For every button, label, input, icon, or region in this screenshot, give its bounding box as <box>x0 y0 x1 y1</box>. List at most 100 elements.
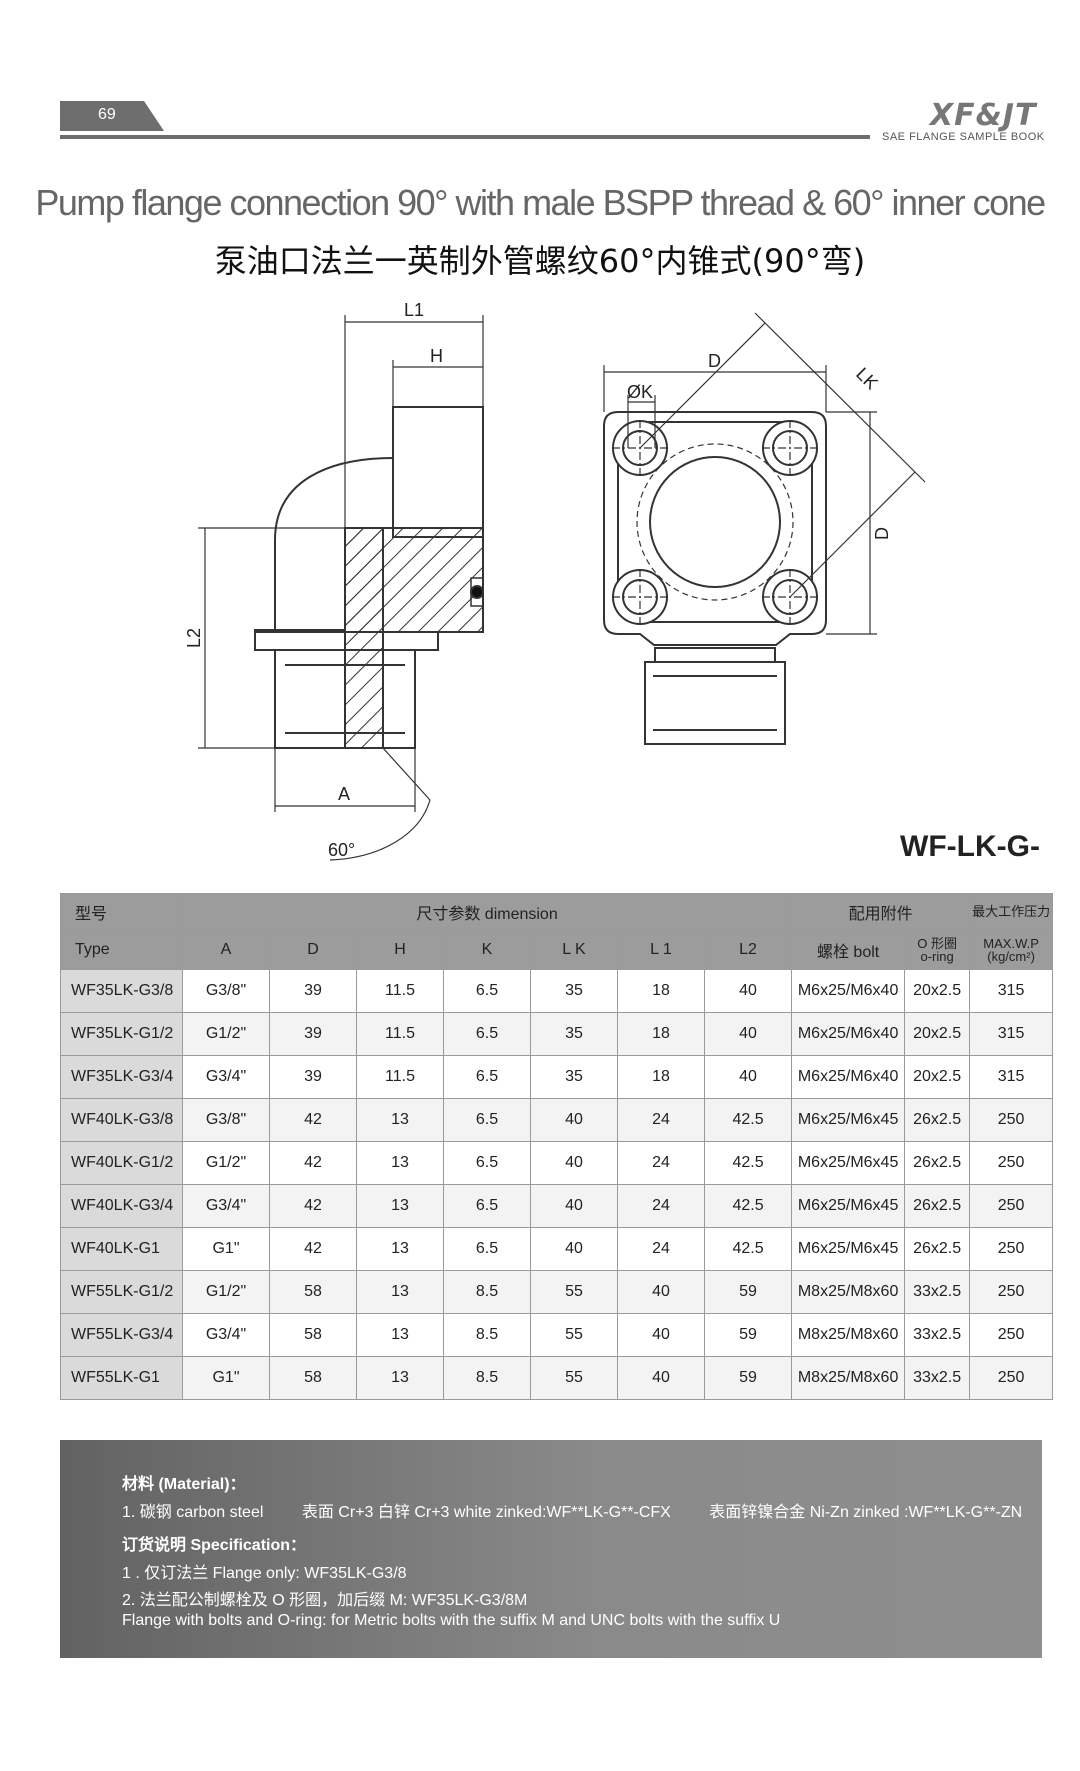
cell-k: 6.5 <box>443 1012 531 1056</box>
cell-oring: 33x2.5 <box>904 1270 971 1314</box>
cell-lk: 40 <box>530 1098 618 1142</box>
spec-line-2: 2. 法兰配公制螺栓及 O 形圈，加后缀 M: WF35LK-G3/8M <box>122 1592 528 1609</box>
cell-k: 6.5 <box>443 1141 531 1185</box>
cell-d: 58 <box>269 1313 357 1357</box>
material-white-zinc: 表面 Cr+3 白锌 Cr+3 white zinked:WF**LK-G**-… <box>301 1504 671 1521</box>
cell-lk: 55 <box>530 1313 618 1357</box>
label-h: H <box>430 346 443 366</box>
technical-drawing: L1 H L2 A 60° <box>184 300 926 861</box>
cell-k: 6.5 <box>443 1055 531 1099</box>
cell-l1: 40 <box>617 1313 705 1357</box>
brand-subtitle: SAE FLANGE SAMPLE BOOK <box>882 131 1045 143</box>
cell-type: WF55LK-G3/4 <box>60 1313 183 1357</box>
title-chinese: 泵油口法兰一英制外管螺纹60°内锥式(90°弯) <box>214 242 866 280</box>
cell-lk: 55 <box>530 1356 618 1400</box>
cell-d: 42 <box>269 1184 357 1228</box>
label-d-top: D <box>708 351 721 371</box>
cell-h: 11.5 <box>356 1012 444 1056</box>
side-view-labels: L1 H L2 A 60° <box>184 300 443 860</box>
cell-wp: 250 <box>969 1227 1054 1271</box>
cell-type: WF40LK-G3/8 <box>60 1098 183 1142</box>
cell-a: G3/4" <box>182 1184 270 1228</box>
spec-line-3: Flange with bolts and O-ring: for Metric… <box>122 1612 781 1629</box>
cell-type: WF35LK-G3/8 <box>60 969 183 1013</box>
header-maxwp-unit: (kg/cm²) <box>987 949 1035 964</box>
cell-d: 39 <box>269 969 357 1013</box>
cell-oring: 33x2.5 <box>904 1313 971 1357</box>
cell-h: 11.5 <box>356 969 444 1013</box>
cell-d: 42 <box>269 1141 357 1185</box>
cell-a: G1/2" <box>182 1141 270 1185</box>
cell-a: G1" <box>182 1227 270 1271</box>
cell-d: 39 <box>269 1055 357 1099</box>
cell-l2: 42.5 <box>703 1141 793 1185</box>
cell-wp: 250 <box>969 1184 1054 1228</box>
header-lk: L K <box>530 930 618 970</box>
cell-l2: 40 <box>703 1012 793 1056</box>
cell-oring: 20x2.5 <box>904 1012 971 1056</box>
header-dimension: 尺寸参数 dimension <box>181 893 793 931</box>
material-line: 1. 碳钢 carbon steel 表面 Cr+3 白锌 Cr+3 white… <box>122 1498 1056 1522</box>
cell-a: G3/4" <box>182 1313 270 1357</box>
cell-oring: 26x2.5 <box>904 1184 971 1228</box>
cell-l1: 24 <box>617 1098 705 1142</box>
cell-l1: 40 <box>617 1356 705 1400</box>
cell-l1: 24 <box>617 1141 705 1185</box>
cell-d: 42 <box>269 1227 357 1271</box>
header-h: H <box>356 930 444 970</box>
label-l1: L1 <box>404 300 424 320</box>
cell-lk: 55 <box>530 1270 618 1314</box>
cell-h: 13 <box>356 1356 444 1400</box>
cell-l1: 18 <box>617 1012 705 1056</box>
cell-wp: 250 <box>969 1141 1054 1185</box>
cell-wp: 250 <box>969 1356 1054 1400</box>
cell-wp: 250 <box>969 1313 1054 1357</box>
header-d: D <box>269 930 357 970</box>
cell-bolt: M6x25/M6x45 <box>791 1184 906 1228</box>
notes-box: 材料 (Material)： 1. 碳钢 carbon steel 表面 Cr+… <box>60 1440 1042 1658</box>
cell-h: 13 <box>356 1270 444 1314</box>
cell-oring: 26x2.5 <box>904 1227 971 1271</box>
cell-lk: 35 <box>530 1055 618 1099</box>
material-title: 材料 (Material)： <box>122 1476 246 1493</box>
cell-h: 13 <box>356 1184 444 1228</box>
cell-d: 42 <box>269 1098 357 1142</box>
header-a: A <box>182 930 270 970</box>
cell-oring: 26x2.5 <box>904 1141 971 1185</box>
cell-a: G1/2" <box>182 1270 270 1314</box>
cell-l2: 42.5 <box>703 1227 793 1271</box>
cell-type: WF40LK-G1 <box>60 1227 183 1271</box>
cell-wp: 315 <box>969 1055 1054 1099</box>
material-carbon-steel: 1. 碳钢 carbon steel <box>122 1504 264 1521</box>
header-maxwp: MAX.W.P(kg/cm²) <box>969 930 1054 970</box>
header-rule <box>60 135 870 139</box>
header-k: K <box>443 930 531 970</box>
label-l2: L2 <box>184 628 204 648</box>
cell-l2: 42.5 <box>703 1098 793 1142</box>
cell-type: WF35LK-G1/2 <box>60 1012 183 1056</box>
label-a: A <box>338 784 350 804</box>
front-view <box>603 411 827 745</box>
cell-l1: 18 <box>617 1055 705 1099</box>
cell-l2: 40 <box>703 969 793 1013</box>
cell-oring: 20x2.5 <box>904 1055 971 1099</box>
cell-a: G1/2" <box>182 1012 270 1056</box>
page-number: 69 <box>98 106 116 123</box>
label-d-side: D <box>872 527 892 540</box>
cell-wp: 250 <box>969 1270 1054 1314</box>
header-maxwp-en: MAX.W.P <box>983 936 1039 951</box>
cell-h: 13 <box>356 1313 444 1357</box>
spec-title: 订货说明 Specification： <box>122 1537 307 1554</box>
cell-wp: 315 <box>969 969 1054 1013</box>
header-maxwp-cn: 最大工作压力 <box>969 893 1054 931</box>
label-angle: 60° <box>328 840 355 860</box>
cell-bolt: M8x25/M8x60 <box>791 1356 906 1400</box>
cell-bolt: M6x25/M6x40 <box>791 969 906 1013</box>
header-oring-en: o-ring <box>920 949 954 964</box>
